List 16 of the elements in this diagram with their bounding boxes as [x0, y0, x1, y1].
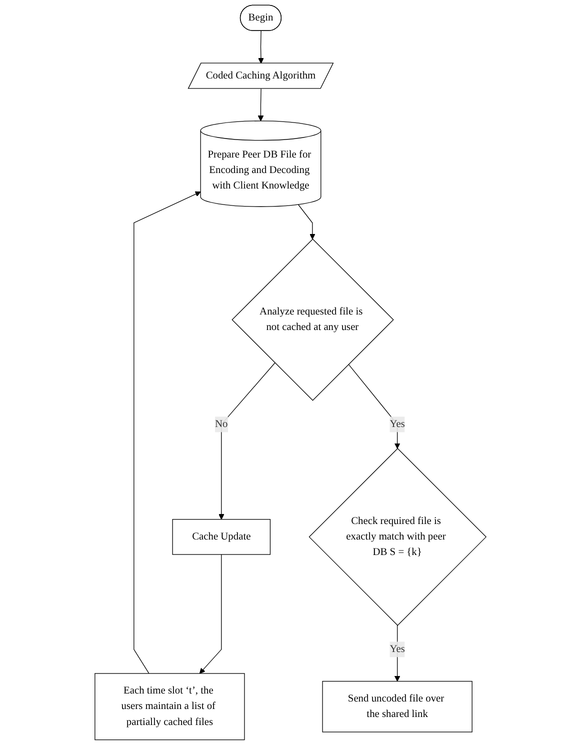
node-diamond: Analyze requested file is not cached at any user: [232, 238, 394, 401]
arrow: [298, 204, 316, 240]
arrow: [199, 554, 222, 674]
node-diamond: Check required file is exactly match with peer DB S = {k}: [308, 448, 487, 626]
arrow: [258, 88, 264, 122]
arrow: [218, 362, 276, 520]
node-box: Each time slot ‘t’, the users maintain a list of partially cached files: [94, 673, 245, 740]
arrow: [348, 364, 400, 449]
arrow: [134, 191, 201, 674]
arrow: [258, 30, 264, 64]
edge-label: Yes: [390, 644, 405, 655]
node-box: Cache Update: [172, 519, 271, 555]
node-box: Send uncoded file over the shared link: [322, 680, 472, 732]
edge-label: Yes: [390, 418, 405, 430]
edge-label: No: [215, 418, 228, 430]
arrow: [394, 625, 400, 682]
